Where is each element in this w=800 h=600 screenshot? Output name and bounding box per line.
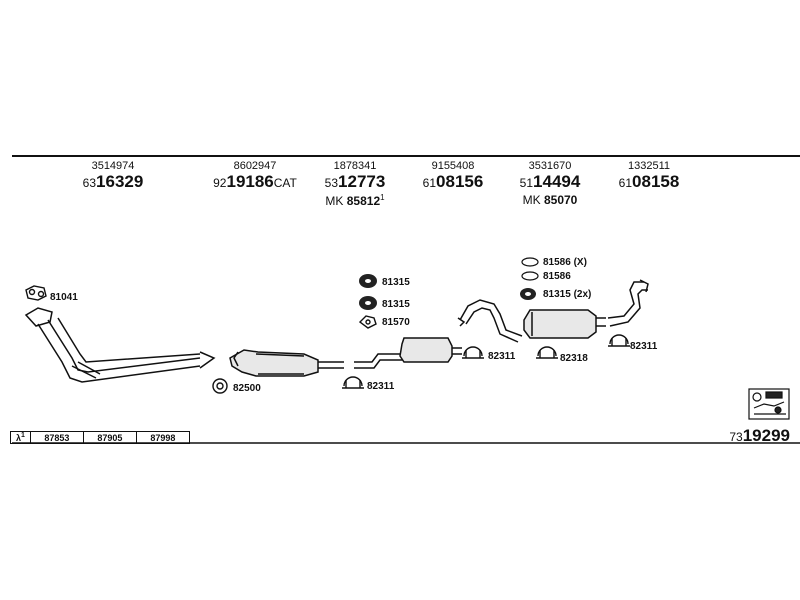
label-82311-b: 82311 [488,351,516,362]
rubber-mount-81315-a [359,274,377,288]
label-82318: 82318 [560,353,588,364]
header-part-5-prefix: 51 [519,176,534,190]
tail-pipe-part [607,279,649,327]
clamp-82318-part [536,346,558,359]
flange-gasket-part [25,285,47,301]
header-part-1-main: 16329 [96,172,144,191]
header-part-1-old: 3514974 [91,160,135,172]
header-part-4-main: 08156 [436,172,484,191]
header-part-4-prefix: 61 [422,176,437,190]
header-part-3-mk: MK [325,194,344,208]
header-part-5: 3531670 5114494 MK 85070 [495,160,605,207]
label-81041: 81041 [50,292,78,303]
ring-81586 [521,271,539,281]
header-part-5-mk: MK [522,193,541,207]
rubber-mount-81315-c [520,288,536,300]
clamp-82311b-part [462,346,484,359]
label-81586-x: 81586 (X) [543,257,587,268]
header-part-3: 1878341 5312773 MK 858121 [300,160,410,208]
lambda-symbol-cell: λ1 [10,431,31,444]
mount-81570 [358,315,377,329]
reference-code-table: λ1 87853 87905 87998 [10,431,190,444]
header-part-4: 9155408 6108156 [398,160,508,192]
catalytic-converter-part [229,349,344,377]
label-81315-b: 81315 [382,299,410,310]
label-81315-2x: 81315 (2x) [543,289,592,300]
header-part-3-old: 1878341 [333,160,377,172]
exhaust-assembly-icon [748,388,790,420]
header-part-3-mk-sup: 1 [380,193,385,202]
label-81315-a: 81315 [382,277,410,288]
header-part-3-mk-num: 85812 [346,194,381,208]
gasket-82500-part [212,378,228,394]
header-part-5-mk-num: 85070 [543,193,578,207]
header-part-6: 1332511 6108158 [594,160,704,192]
label-81570: 81570 [382,317,410,328]
bent-pipe-part [457,299,523,343]
header-part-6-old: 1332511 [627,160,670,172]
header-part-5-main: 14494 [533,172,581,191]
total-main: 19299 [742,426,790,445]
lambda-symbol: λ [16,433,22,443]
header-part-2-suffix: CAT [273,176,297,190]
rubber-mount-81315-b [359,296,377,310]
lambda-sup: 1 [21,432,25,439]
header-part-5-old: 3531670 [528,160,572,172]
label-82311-c: 82311 [630,341,658,352]
header-part-1-prefix: 63 [82,176,97,190]
ref-code-1: 87853 [29,431,84,444]
front-downpipe-part [24,307,216,383]
header-part-4-old: 9155408 [431,160,475,172]
middle-silencer-part [354,337,462,369]
label-82500: 82500 [233,383,261,394]
ring-81586x [521,257,539,267]
header-part-3-main: 12773 [338,172,386,191]
header-part-2: 8602947 9219186CAT [200,160,310,192]
header-part-3-prefix: 53 [324,176,339,190]
header-part-2-prefix: 92 [213,176,227,190]
label-82311-a: 82311 [367,381,395,392]
ref-code-3: 87998 [135,431,190,444]
header-part-2-old: 8602947 [233,160,277,172]
label-81586: 81586 [543,271,571,282]
clamp-82311c-part [608,334,630,347]
header-part-6-prefix: 61 [618,176,633,190]
header-part-1: 3514974 6316329 [58,160,168,192]
ref-code-2: 87905 [82,431,137,444]
rear-silencer-part [523,309,606,339]
header-part-6-main: 08158 [632,172,680,191]
total-prefix: 73 [729,430,743,444]
assembly-total-number: 7319299 [729,426,790,446]
header-part-2-main: 19186 [226,172,274,191]
clamp-82311-part [342,376,364,389]
